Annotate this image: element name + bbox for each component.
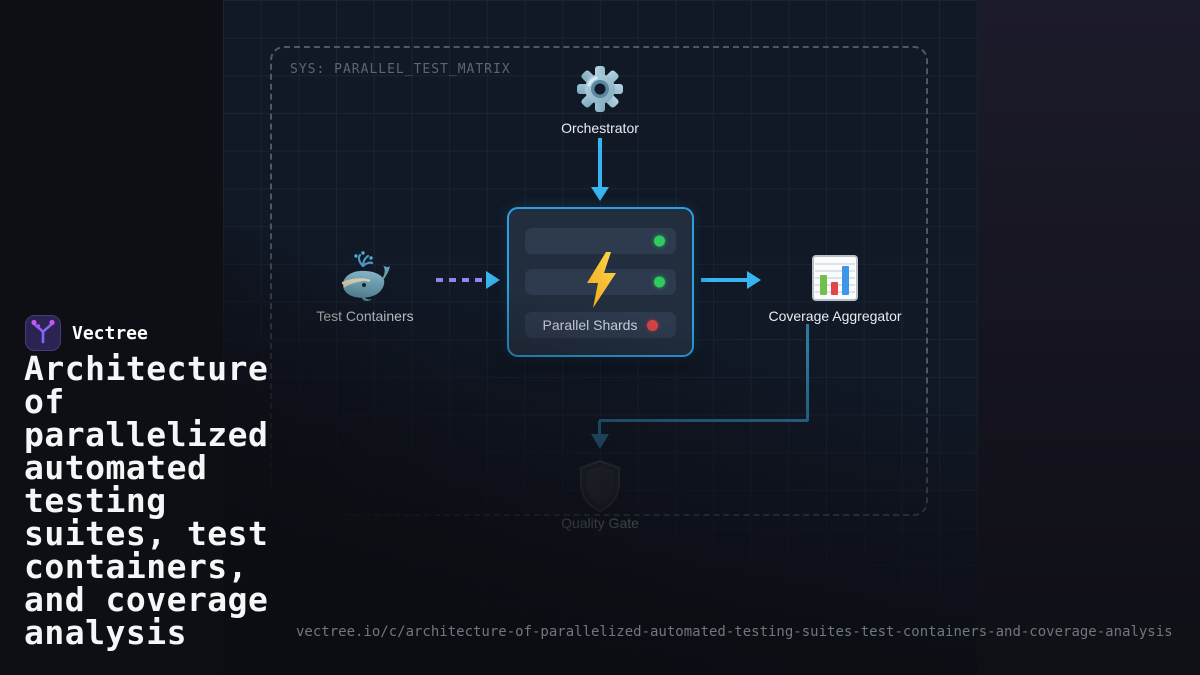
status-light-red	[647, 319, 659, 331]
diagram-panel: SYS: PARALLEL_TEST_MATRIX Orchestrator	[223, 0, 978, 675]
arrowhead-down-icon	[591, 187, 609, 201]
arrowhead-right-icon	[747, 271, 761, 289]
gear-icon	[577, 66, 623, 112]
card-url: vectree.io/c/architecture-of-parallelize…	[296, 624, 1173, 640]
system-label: SYS: PARALLEL_TEST_MATRIX	[290, 62, 511, 77]
connector-coverage-to-gate	[598, 421, 601, 434]
arrowhead-right-icon	[486, 271, 500, 289]
parallel-shards-label: Parallel Shards	[542, 317, 638, 333]
page-title: Architecture of parallelized automated t…	[24, 349, 269, 652]
coverage-aggregator-label: Coverage Aggregator	[768, 308, 902, 324]
orchestrator-label: Orchestrator	[561, 120, 639, 136]
quality-gate-label: Quality Gate	[561, 515, 639, 531]
parallel-shards-box: Parallel Shards	[507, 207, 694, 357]
shard-server-slot: Parallel Shards	[525, 312, 676, 338]
test-containers-label: Test Containers	[316, 308, 414, 324]
whale-icon	[341, 251, 390, 302]
dashed-arrow-containers-to-shards	[436, 278, 486, 282]
arrow-orchestrator-to-shards	[598, 138, 602, 187]
lightning-icon	[587, 252, 616, 308]
arrowhead-down-icon	[591, 434, 609, 449]
bar-chart-icon	[812, 255, 858, 301]
shield-icon	[580, 459, 620, 513]
arrow-shards-to-coverage	[701, 278, 747, 282]
brand: Vectree	[25, 315, 148, 351]
brand-name: Vectree	[72, 322, 148, 344]
status-light-green	[654, 235, 665, 247]
connector-coverage-to-gate	[806, 324, 809, 421]
vectree-logo-icon	[25, 315, 61, 351]
status-light-green	[654, 276, 665, 288]
connector-coverage-to-gate	[599, 419, 808, 422]
